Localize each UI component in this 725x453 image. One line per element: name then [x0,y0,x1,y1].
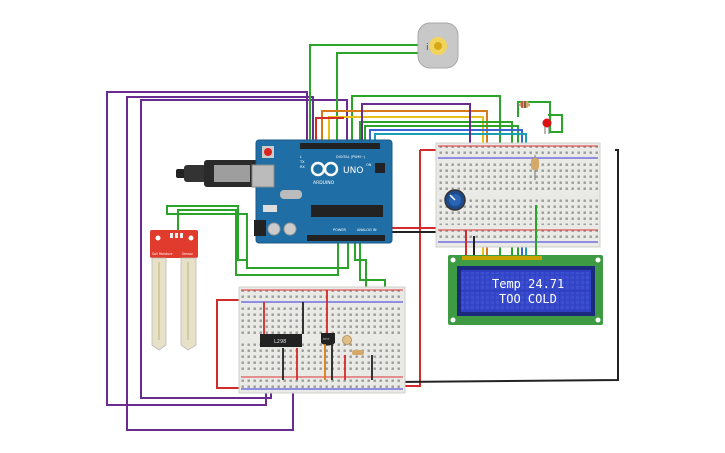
soil-label-left: Soil Moisture [152,252,173,256]
led-resistor[interactable] [518,101,530,108]
lcd-pin-wires [465,205,537,256]
bottom-board-wires [263,290,373,380]
lcd-pin-header [462,256,542,260]
potentiometer-knob[interactable] [444,189,466,211]
ic-chip[interactable]: L298 [260,334,302,347]
arduino-model: UNO [343,166,363,176]
arduino-brand: ARDUINO [313,180,335,186]
breadboard-resistor [531,155,539,180]
lcd-line-1: Temp 24.71 [492,277,564,291]
ic-chip-label: L298 [274,339,286,345]
dc-motor[interactable]: i [417,22,459,69]
soil-moisture-sensor[interactable]: Soil Moisture Sensor [150,230,198,351]
temperature-sensor[interactable]: DHT [321,333,335,346]
lcd-display[interactable]: Temp 24.71 TOO COLD [448,255,603,325]
arduino-header-digital: DIGITAL (PWM~) [336,155,366,159]
soil-label-right: Sensor [182,252,194,256]
arduino-logo-icon [310,161,339,177]
arduino-label-l: L [300,155,302,159]
bottom-resistor [352,350,364,355]
photoresistor[interactable] [342,335,352,345]
arduino-label-rx: RX [300,165,305,169]
motor-terminal-label: i [426,43,429,53]
red-led[interactable] [542,118,552,135]
temperature-sensor-label: DHT [323,337,330,341]
arduino-uno[interactable]: ARDUINO UNO DIGITAL (PWM~) POWER ANALOG … [251,139,393,244]
arduino-header-power: POWER [333,228,347,232]
arduino-header-analog: ANALOG IN [357,228,377,232]
lcd-line-2: TOO COLD [499,292,557,306]
arduino-label-on: ON [366,163,372,167]
usb-cable [176,160,260,187]
arduino-label-tx: TX [299,160,305,164]
